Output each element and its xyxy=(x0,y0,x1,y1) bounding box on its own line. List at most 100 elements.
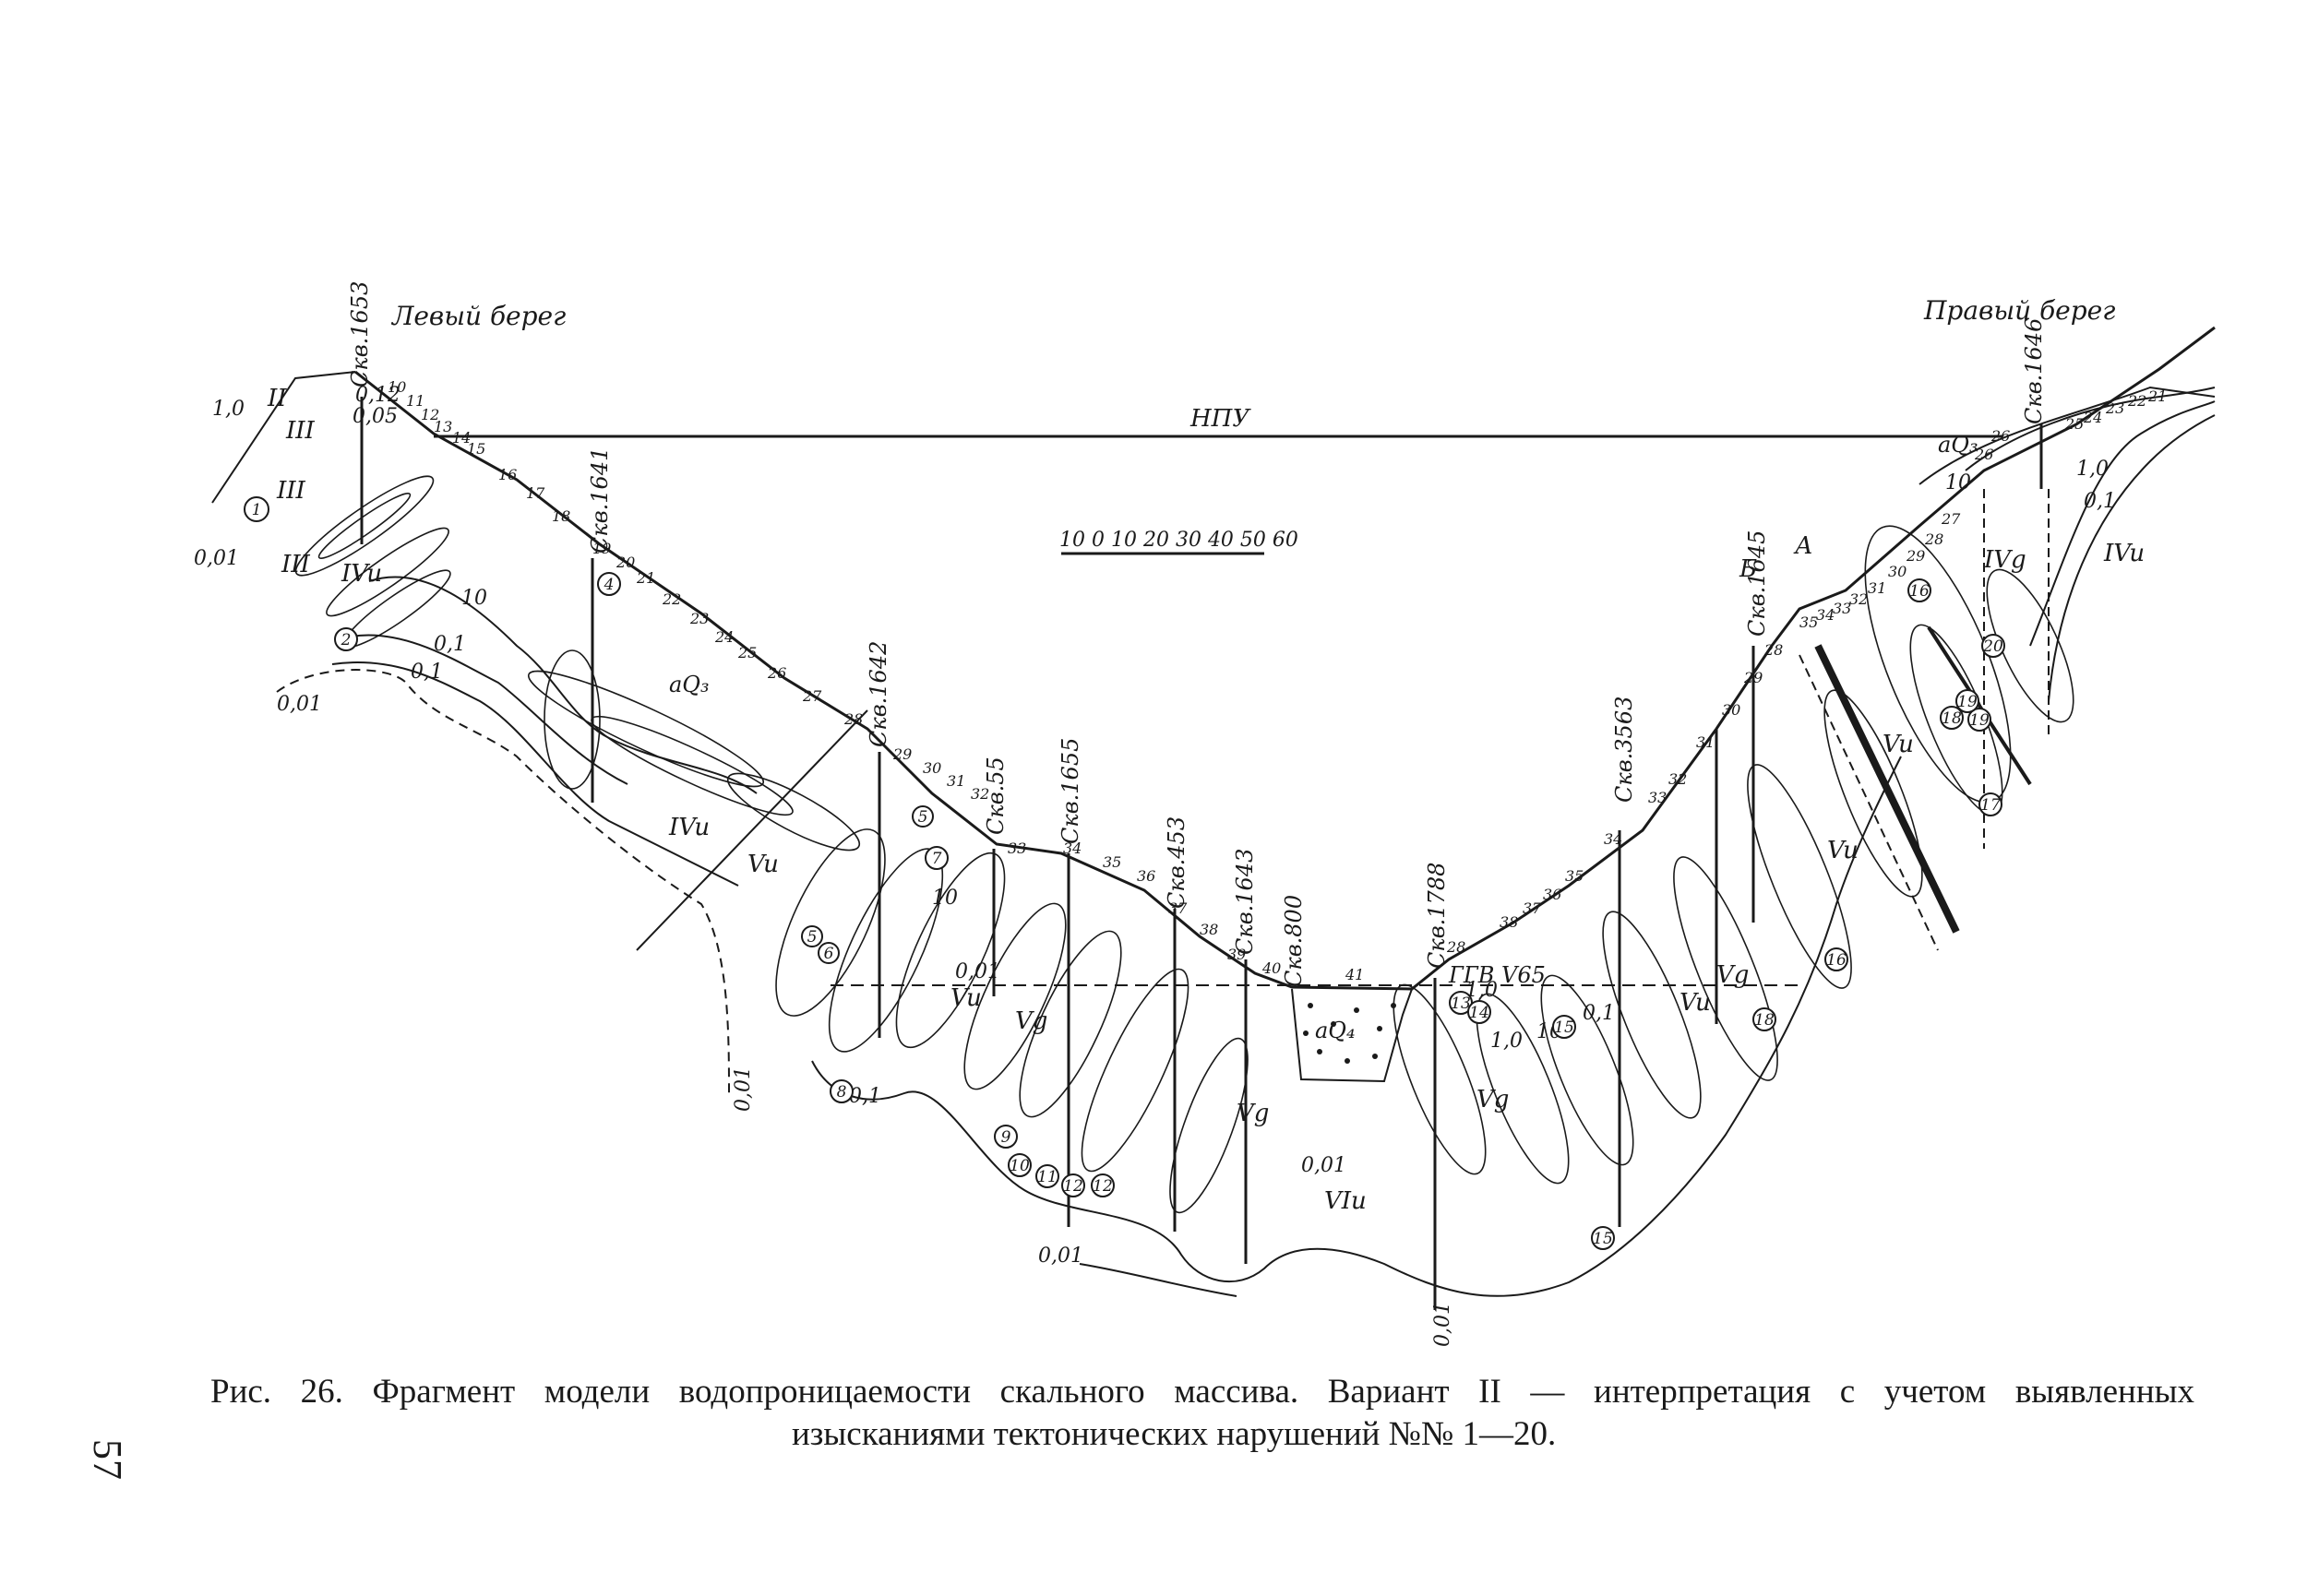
permeability-value: 0,12 xyxy=(355,384,400,407)
deposit-labels: aQ₃ aQ₃ aQ₄ ГГВ V65 xyxy=(669,432,1978,1043)
borehole-label: Скв.1641 xyxy=(587,447,613,554)
surface-number: 22 xyxy=(662,590,681,608)
surface-number: 28 xyxy=(1924,530,1943,548)
fault-marker: 15 xyxy=(1552,1015,1576,1039)
fault-marker: 12 xyxy=(1061,1173,1085,1197)
surface-number: 15 xyxy=(467,440,485,458)
section-label-a: А xyxy=(1793,532,1813,560)
svg-text:19: 19 xyxy=(1957,693,1978,711)
deposit-label: ГГВ V65 xyxy=(1448,962,1546,988)
isoline-001-outer xyxy=(276,669,730,1099)
svg-text:15: 15 xyxy=(1593,1230,1613,1248)
surface-number: 24 xyxy=(714,628,734,646)
svg-text:1: 1 xyxy=(252,501,262,519)
isoline-right-01 xyxy=(2048,414,2216,702)
svg-text:12: 12 xyxy=(1093,1177,1113,1196)
surface-number: 21 xyxy=(636,569,655,587)
surface-number: 23 xyxy=(2105,399,2124,417)
svg-text:13: 13 xyxy=(1451,995,1471,1013)
surface-number: 32 xyxy=(971,785,989,803)
surface-number: 30 xyxy=(1888,563,1907,580)
surface-number: 24 xyxy=(2083,409,2102,426)
surface-number: 29 xyxy=(1743,669,1763,686)
isoline-left-01 xyxy=(331,661,739,887)
caption-line-2: изысканиями тектонических нарушений №№ 1… xyxy=(792,1415,1557,1453)
permeability-value: 10 xyxy=(1945,471,1971,494)
surface-number: 18 xyxy=(552,507,570,525)
surface-number: 22 xyxy=(2127,392,2146,410)
fault-marker: 17 xyxy=(1978,792,2002,816)
fault-marker: 9 xyxy=(994,1125,1018,1149)
surface-number: 12 xyxy=(421,406,439,423)
surface-number: 36 xyxy=(1543,886,1561,903)
isoline-001-lower xyxy=(811,756,1902,1297)
permeability-values: 0,01 0,01 0,01 0,01 0,01 1,0 0,1 10 0,1 … xyxy=(194,384,2116,1347)
zone-label: III xyxy=(285,417,316,445)
surface-number: 19 xyxy=(592,540,611,557)
section-label-b: Б xyxy=(1739,555,1757,583)
zone-label: III xyxy=(281,551,311,578)
borehole-label: Скв.1653 xyxy=(347,281,373,387)
fault-marker: 5 xyxy=(912,805,934,828)
surface-number: 11 xyxy=(406,392,424,410)
svg-text:5: 5 xyxy=(918,808,928,827)
isoline-right-1 xyxy=(2029,400,2216,647)
zone-label: Vg xyxy=(1476,1086,1509,1114)
surface-number: 35 xyxy=(1565,867,1584,885)
zone-label: IVu xyxy=(2103,540,2145,567)
borehole-label: Скв.800 xyxy=(1281,895,1307,987)
surface-number: 34 xyxy=(1604,830,1622,848)
surface-number: 20 xyxy=(616,554,635,571)
surface-number: 38 xyxy=(1200,921,1218,938)
svg-text:10: 10 xyxy=(1010,1157,1030,1175)
surface-number: 29 xyxy=(1906,547,1925,565)
surface-number: 37 xyxy=(1523,899,1542,917)
permeability-value: 0,01 xyxy=(955,960,1000,983)
svg-text:2: 2 xyxy=(341,631,352,649)
surface-number: 26 xyxy=(1990,427,2010,445)
npu-label: НПУ xyxy=(1189,405,1251,433)
permeability-value: 0,05 xyxy=(353,405,398,428)
fault-marker: 13 xyxy=(1449,991,1473,1015)
fault-marker: 12 xyxy=(1091,1173,1115,1197)
upper-bench-line xyxy=(211,371,356,504)
permeability-value: 0,01 xyxy=(1301,1154,1346,1177)
page-number: 57 xyxy=(85,1439,130,1480)
borehole-label: Скв.1645 xyxy=(1744,530,1770,637)
surface-number: 31 xyxy=(1696,733,1715,751)
surface-number: 31 xyxy=(1868,579,1886,597)
surface-number: 36 xyxy=(1137,867,1155,885)
permeability-value: 1,0 xyxy=(212,398,245,421)
svg-text:8: 8 xyxy=(837,1083,847,1102)
fault-marker: 14 xyxy=(1467,1000,1491,1024)
fault-marker: 11 xyxy=(1035,1164,1059,1188)
surface-number: 35 xyxy=(1799,613,1818,631)
borehole-label: Скв.1642 xyxy=(866,641,891,747)
zone-label: IVu xyxy=(668,814,710,841)
surface-number: 30 xyxy=(923,759,941,777)
surface-number: 27 xyxy=(802,687,822,705)
permeability-value: 0,1 xyxy=(434,633,466,656)
svg-text:6: 6 xyxy=(824,945,834,963)
permeability-value: 0,1 xyxy=(1583,1002,1615,1025)
svg-text:11: 11 xyxy=(1037,1168,1058,1186)
right-bank-label: Правый берег xyxy=(1923,295,2115,326)
surface-number: 31 xyxy=(947,772,965,790)
permeability-value: 1,0 xyxy=(2076,458,2109,481)
zone-label: Vg xyxy=(1716,961,1749,989)
permeability-value: 0,01 xyxy=(1038,1245,1083,1268)
scale-label: 10 0 10 20 30 40 50 60 xyxy=(1059,529,1298,552)
zone-label: IVu xyxy=(341,560,382,588)
zone-label: Vu xyxy=(747,851,779,878)
svg-text:20: 20 xyxy=(1982,637,2003,656)
fault-marker: 16 xyxy=(1824,947,1848,971)
fault-marker: 1 xyxy=(244,496,269,522)
surface-number: 41 xyxy=(1345,966,1364,983)
permeability-value: 0,01 xyxy=(732,1066,755,1112)
isoline-001-bottom xyxy=(1079,1263,1237,1297)
borehole-label: Скв.453 xyxy=(1164,816,1189,909)
svg-text:7: 7 xyxy=(932,850,942,868)
zone-label: II xyxy=(267,385,287,412)
permeability-value: 0,1 xyxy=(2084,490,2116,513)
zone-label: Vu xyxy=(1883,731,1914,758)
